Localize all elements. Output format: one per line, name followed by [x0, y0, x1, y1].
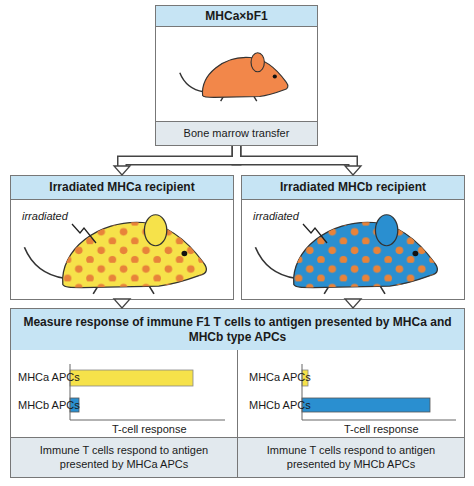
irradiation-note: irradiated: [22, 210, 68, 222]
block-arrow: [114, 299, 130, 308]
axis-label: MHCb APCs: [249, 399, 311, 411]
box-heading: MHCa×bF1: [156, 6, 317, 27]
block-arrow: [345, 166, 361, 175]
box-heading: Irradiated MHCa recipient: [11, 176, 233, 200]
result-caption: Immune T cells respond to antigen presen…: [11, 437, 237, 477]
axis-title: T-cell response: [344, 423, 419, 435]
axis-label: MHCa APCs: [18, 371, 80, 383]
block-arrow: [122, 146, 237, 167]
axis-label: MHCb APCs: [18, 399, 80, 411]
result-panel: Immune T cells respond to antigen presen…: [11, 350, 238, 477]
result-panel: Immune T cells respond to antigen presen…: [238, 350, 464, 477]
block-arrow: [114, 166, 130, 175]
block-arrow: [345, 299, 361, 308]
box-heading: Irradiated MHCb recipient: [242, 176, 464, 200]
axis-title: T-cell response: [112, 423, 187, 435]
assay-box: Measure response of immune F1 T cells to…: [10, 308, 465, 478]
axis-label: MHCa APCs: [249, 371, 311, 383]
irradiation-note: irradiated: [253, 210, 299, 222]
box-heading: Measure response of immune F1 T cells to…: [11, 309, 464, 351]
block-arrow: [237, 146, 354, 167]
block-arrow: [122, 146, 237, 167]
box-caption: Bone marrow transfer: [156, 121, 317, 145]
block-arrow: [237, 146, 354, 167]
result-caption: Immune T cells respond to antigen presen…: [238, 437, 464, 477]
